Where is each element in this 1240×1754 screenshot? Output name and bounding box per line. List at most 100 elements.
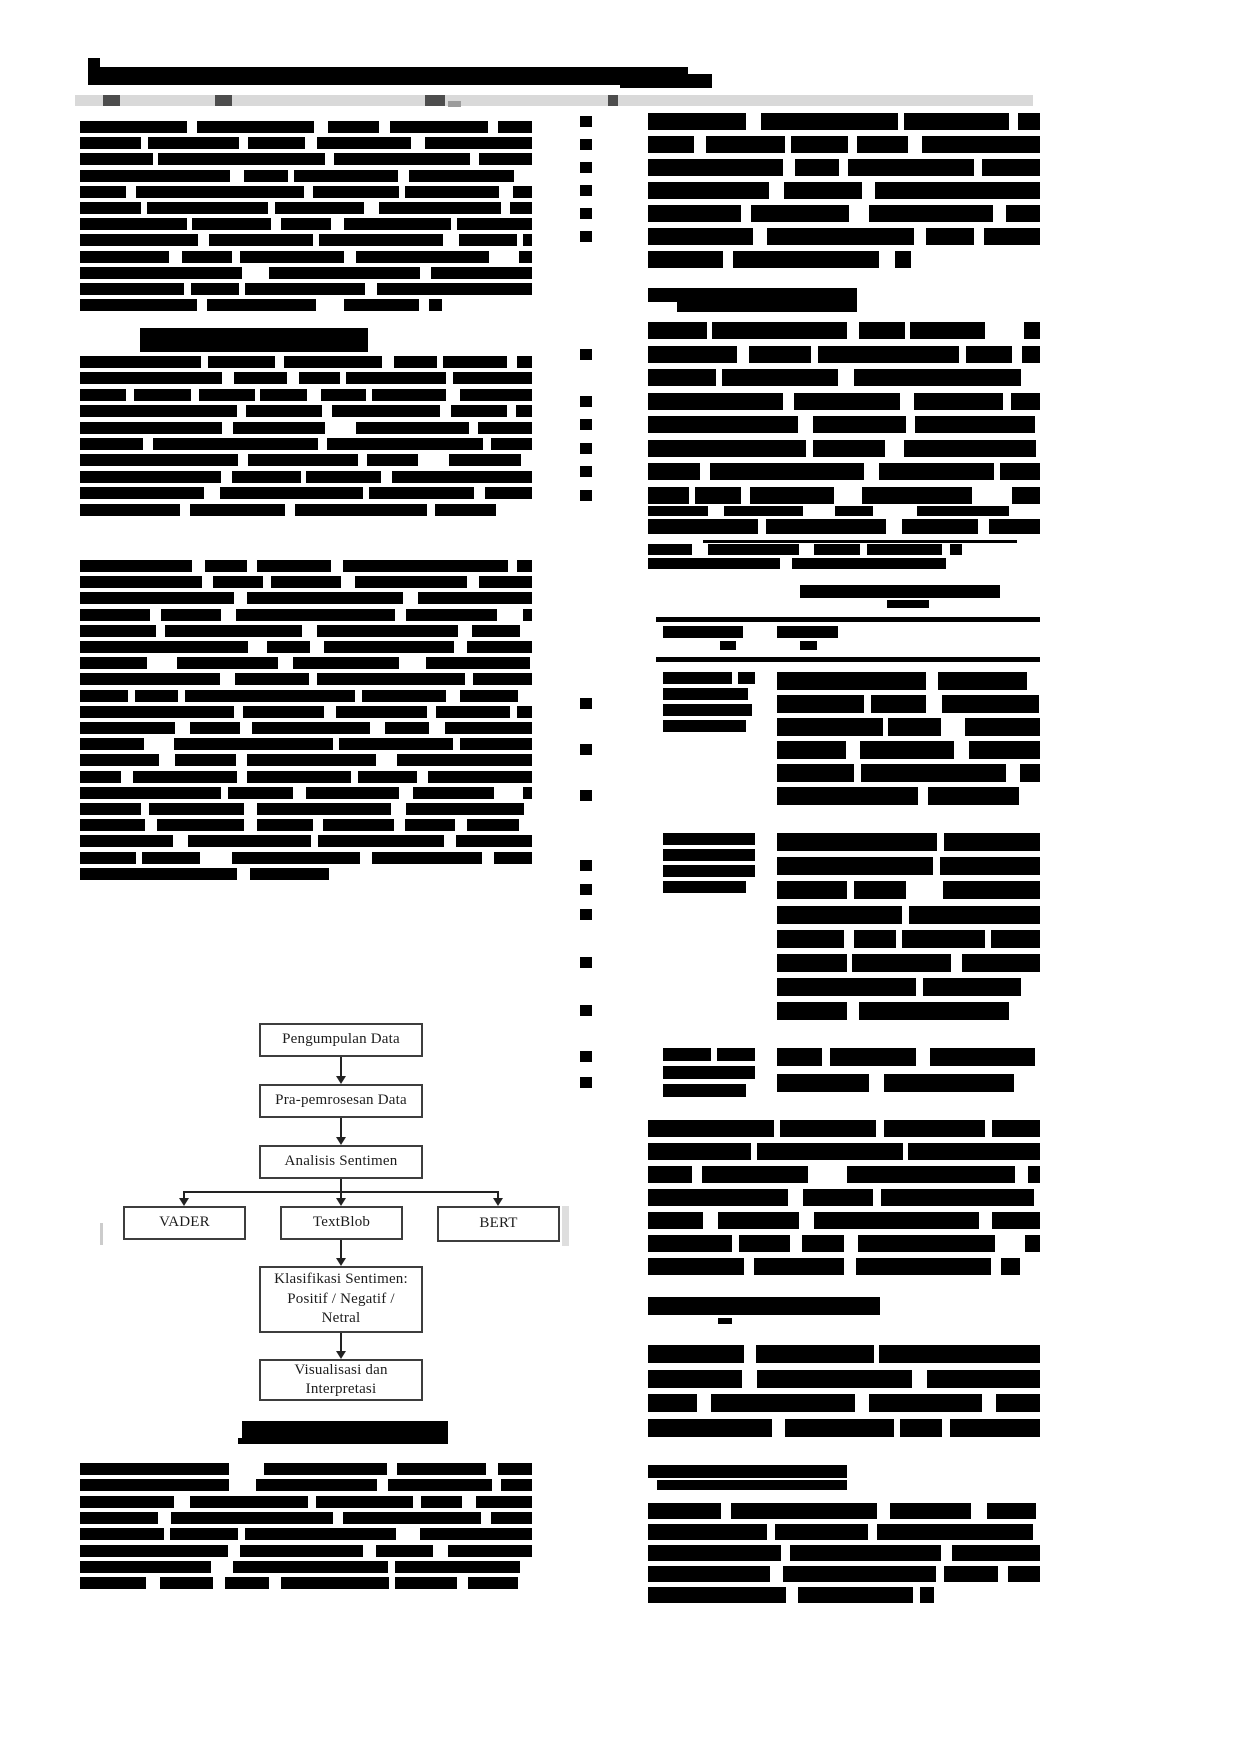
left-col-paragraph-2	[451, 405, 508, 418]
left-col-paragraph-1	[80, 250, 169, 263]
right-col-paragraph-3	[801, 1235, 845, 1252]
left-col-paragraph-3	[444, 722, 532, 734]
left-col-paragraph-1	[355, 250, 489, 263]
connector-line	[340, 1118, 342, 1139]
right-col-paragraph-2	[999, 463, 1040, 480]
left-col-paragraph-4	[468, 1577, 519, 1590]
right-col-paragraph-4	[711, 1394, 855, 1412]
left-col-paragraph-1	[274, 202, 364, 214]
right-col-paragraph-4	[648, 1418, 773, 1437]
left-col-paragraph-2	[331, 405, 440, 418]
left-col-paragraph-3	[317, 624, 459, 637]
right-col-paragraph-5	[648, 1524, 767, 1540]
left-col-paragraph-3	[478, 576, 532, 589]
left-col-paragraph-4	[394, 1560, 521, 1573]
left-col-paragraph-1	[409, 169, 515, 182]
right-col-paragraph-4	[648, 1394, 697, 1412]
right-col-paragraph-4	[869, 1394, 983, 1412]
left-col-paragraph-3	[522, 608, 532, 621]
right-col-paragraph-3	[648, 1189, 788, 1206]
right-col-paragraph-2	[914, 416, 1036, 433]
left-col-paragraph-3	[396, 754, 532, 767]
left-col-paragraph-3	[174, 738, 333, 751]
right-col-paragraph-3	[846, 1166, 1015, 1183]
right-col-paragraph-5	[789, 1545, 941, 1561]
header-rule	[75, 95, 1033, 106]
left-col-paragraph-3	[456, 835, 532, 848]
line-start-mark	[580, 1077, 592, 1088]
line-start-mark	[580, 395, 592, 407]
left-col-paragraph-4	[419, 1528, 532, 1541]
right-col-paragraph-5	[952, 1545, 1040, 1561]
right-col-paragraph-1	[857, 136, 909, 153]
left-col-paragraph-4	[448, 1544, 532, 1557]
left-col-paragraph-1	[190, 283, 239, 295]
left-col-paragraph-3	[80, 624, 156, 637]
table-row1-text	[938, 672, 1027, 690]
table-row2-text	[853, 881, 906, 900]
table-row1-label	[663, 704, 753, 716]
table-caption-line-2	[648, 519, 758, 534]
left-col-paragraph-1	[80, 218, 187, 231]
left-col-paragraph-2	[305, 470, 381, 483]
left-col-paragraph-3	[472, 624, 520, 637]
table-row1-label	[737, 672, 755, 684]
right-col-paragraph-3	[702, 1166, 809, 1183]
left-col-paragraph-3	[235, 673, 309, 686]
left-col-paragraph-1	[158, 153, 326, 166]
left-col-paragraph-1	[147, 137, 240, 150]
left-col-paragraph-1	[344, 218, 452, 231]
right-col-paragraph-1	[732, 251, 880, 268]
left-col-paragraph-2	[517, 356, 532, 368]
left-col-paragraph-3	[80, 851, 137, 864]
right-col-paragraph-3	[757, 1143, 903, 1160]
left-col-paragraph-2	[345, 372, 446, 385]
left-col-paragraph-3	[251, 722, 371, 734]
table-row1-label	[663, 672, 732, 684]
left-col-paragraph-1	[244, 169, 288, 182]
left-col-paragraph-3	[204, 560, 247, 572]
left-col-paragraph-1	[510, 202, 532, 214]
table-subhead	[867, 544, 943, 555]
right-col-paragraph-5	[648, 1587, 786, 1603]
right-heading-redaction	[648, 1297, 880, 1315]
left-col-paragraph-3	[80, 689, 129, 702]
left-col-paragraph-3	[156, 819, 245, 832]
table-row3-label	[663, 1084, 746, 1097]
right-col-paragraph-1	[648, 228, 754, 245]
left-col-paragraph-3	[80, 770, 122, 783]
right-col-paragraph-1	[648, 159, 783, 176]
right-col-paragraph-2	[965, 345, 1013, 363]
table-caption-line-1	[648, 506, 708, 516]
right-col-paragraph-5	[986, 1503, 1036, 1519]
left-col-paragraph-4	[245, 1528, 397, 1541]
left-col-paragraph-4	[342, 1511, 481, 1524]
left-col-paragraph-1	[316, 137, 412, 150]
table-row1-text	[871, 695, 927, 713]
right-col-paragraph-4	[878, 1345, 1040, 1363]
right-col-paragraph-2	[812, 416, 906, 433]
left-col-paragraph-1	[430, 266, 532, 279]
left-col-paragraph-3	[236, 608, 395, 621]
left-col-paragraph-2	[394, 356, 437, 368]
right-col-paragraph-1	[648, 205, 742, 222]
left-col-paragraph-3	[425, 657, 530, 670]
line-start-mark	[580, 139, 592, 150]
right-col-paragraph-1	[794, 159, 839, 176]
left-col-paragraph-4	[159, 1577, 213, 1590]
right-col-paragraph-3	[856, 1258, 992, 1275]
right-col-paragraph-3	[648, 1120, 775, 1137]
left-col-paragraph-1	[80, 169, 231, 182]
connector-line	[497, 1191, 499, 1200]
left-col-paragraph-3	[406, 803, 525, 815]
left-col-paragraph-1	[280, 218, 332, 231]
left-col-paragraph-2	[80, 454, 239, 467]
right-heading-redaction	[718, 1318, 732, 1324]
table-caption-line-2	[988, 519, 1040, 534]
right-col-paragraph-2	[853, 369, 1022, 386]
right-col-paragraph-1	[868, 205, 994, 222]
table-caption-line-2	[766, 519, 887, 534]
left-col-paragraph-3	[132, 770, 237, 783]
left-col-paragraph-3	[80, 705, 234, 718]
right-col-paragraph-2	[748, 345, 811, 363]
